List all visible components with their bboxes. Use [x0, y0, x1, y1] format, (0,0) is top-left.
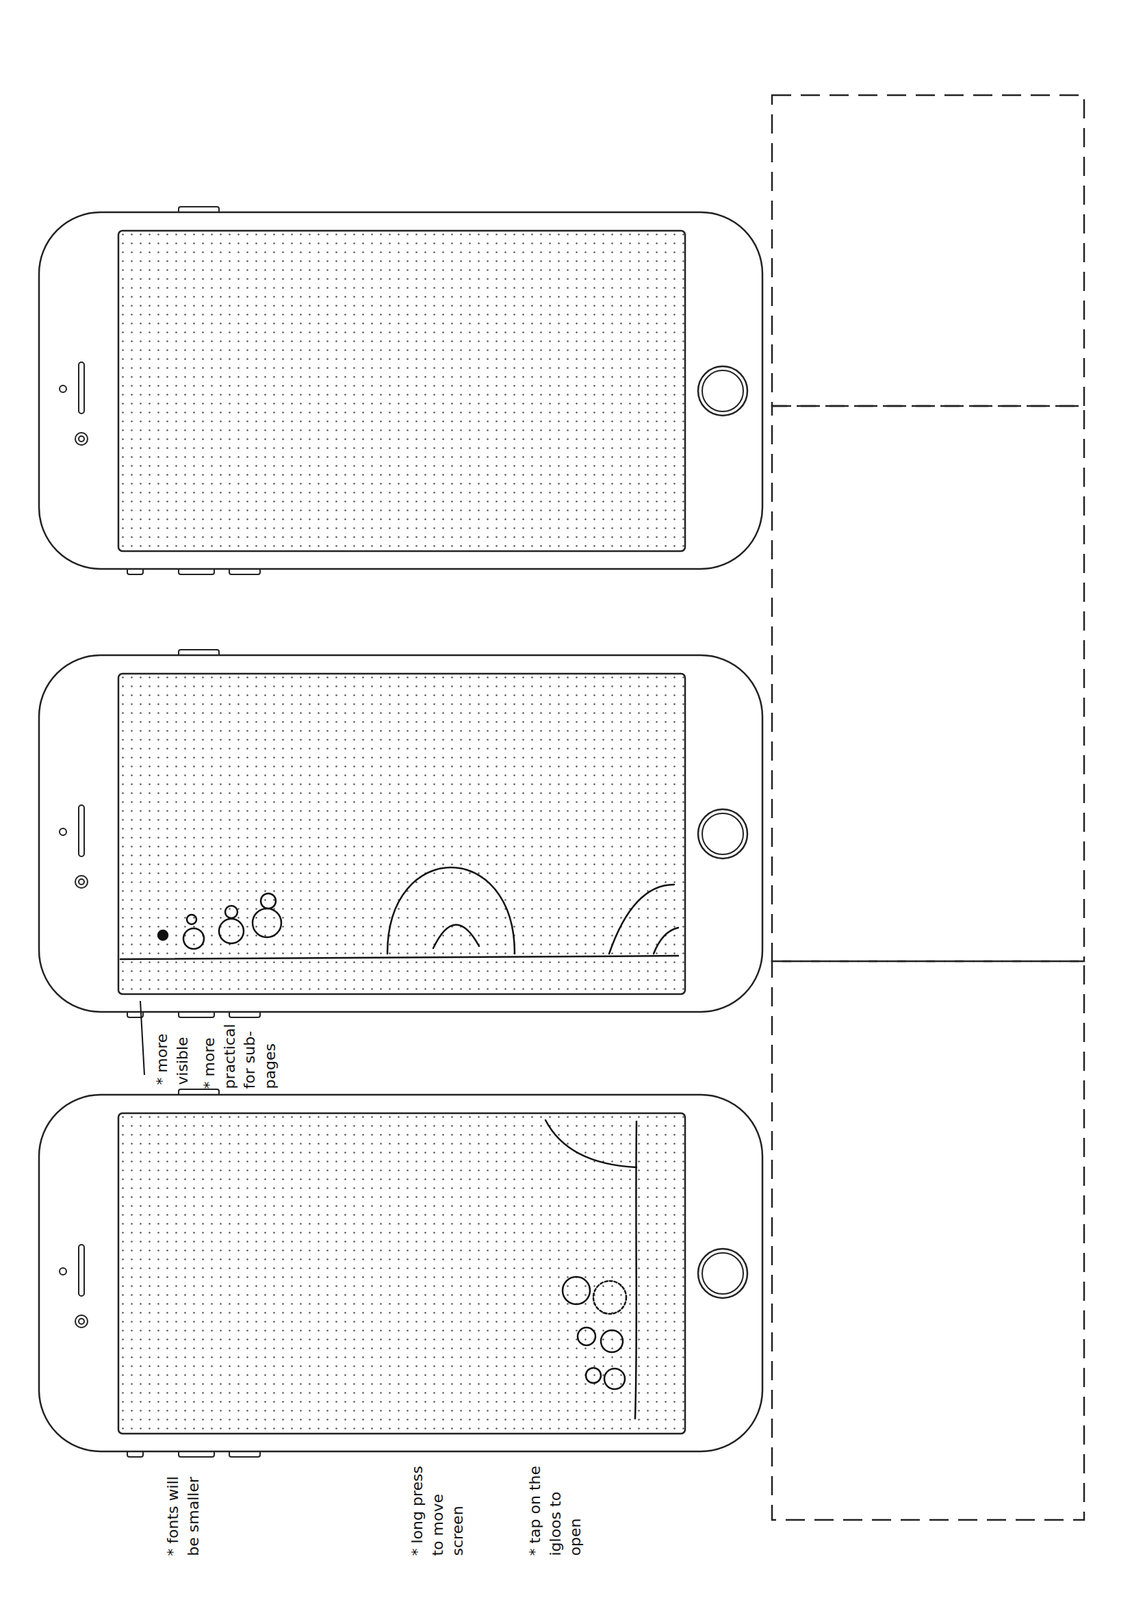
- handwritten-note: * long press to move screen: [407, 1452, 469, 1556]
- handwritten-note: * more practical for sub-pages: [199, 1012, 281, 1089]
- phone-frame: [39, 649, 763, 1018]
- landscape-sketch: [120, 867, 679, 959]
- handwritten-note: * fonts will be smaller: [162, 1452, 204, 1556]
- leader-line: [140, 1000, 145, 1075]
- phone-frame: [39, 1088, 763, 1457]
- dashed-panels: [772, 95, 1085, 1520]
- handwritten-note: * tap on the igloos to open: [524, 1452, 586, 1556]
- handwritten-note: * more visible: [151, 1009, 193, 1085]
- portrait-sketch: [545, 1119, 637, 1419]
- phone-frame: [39, 206, 763, 575]
